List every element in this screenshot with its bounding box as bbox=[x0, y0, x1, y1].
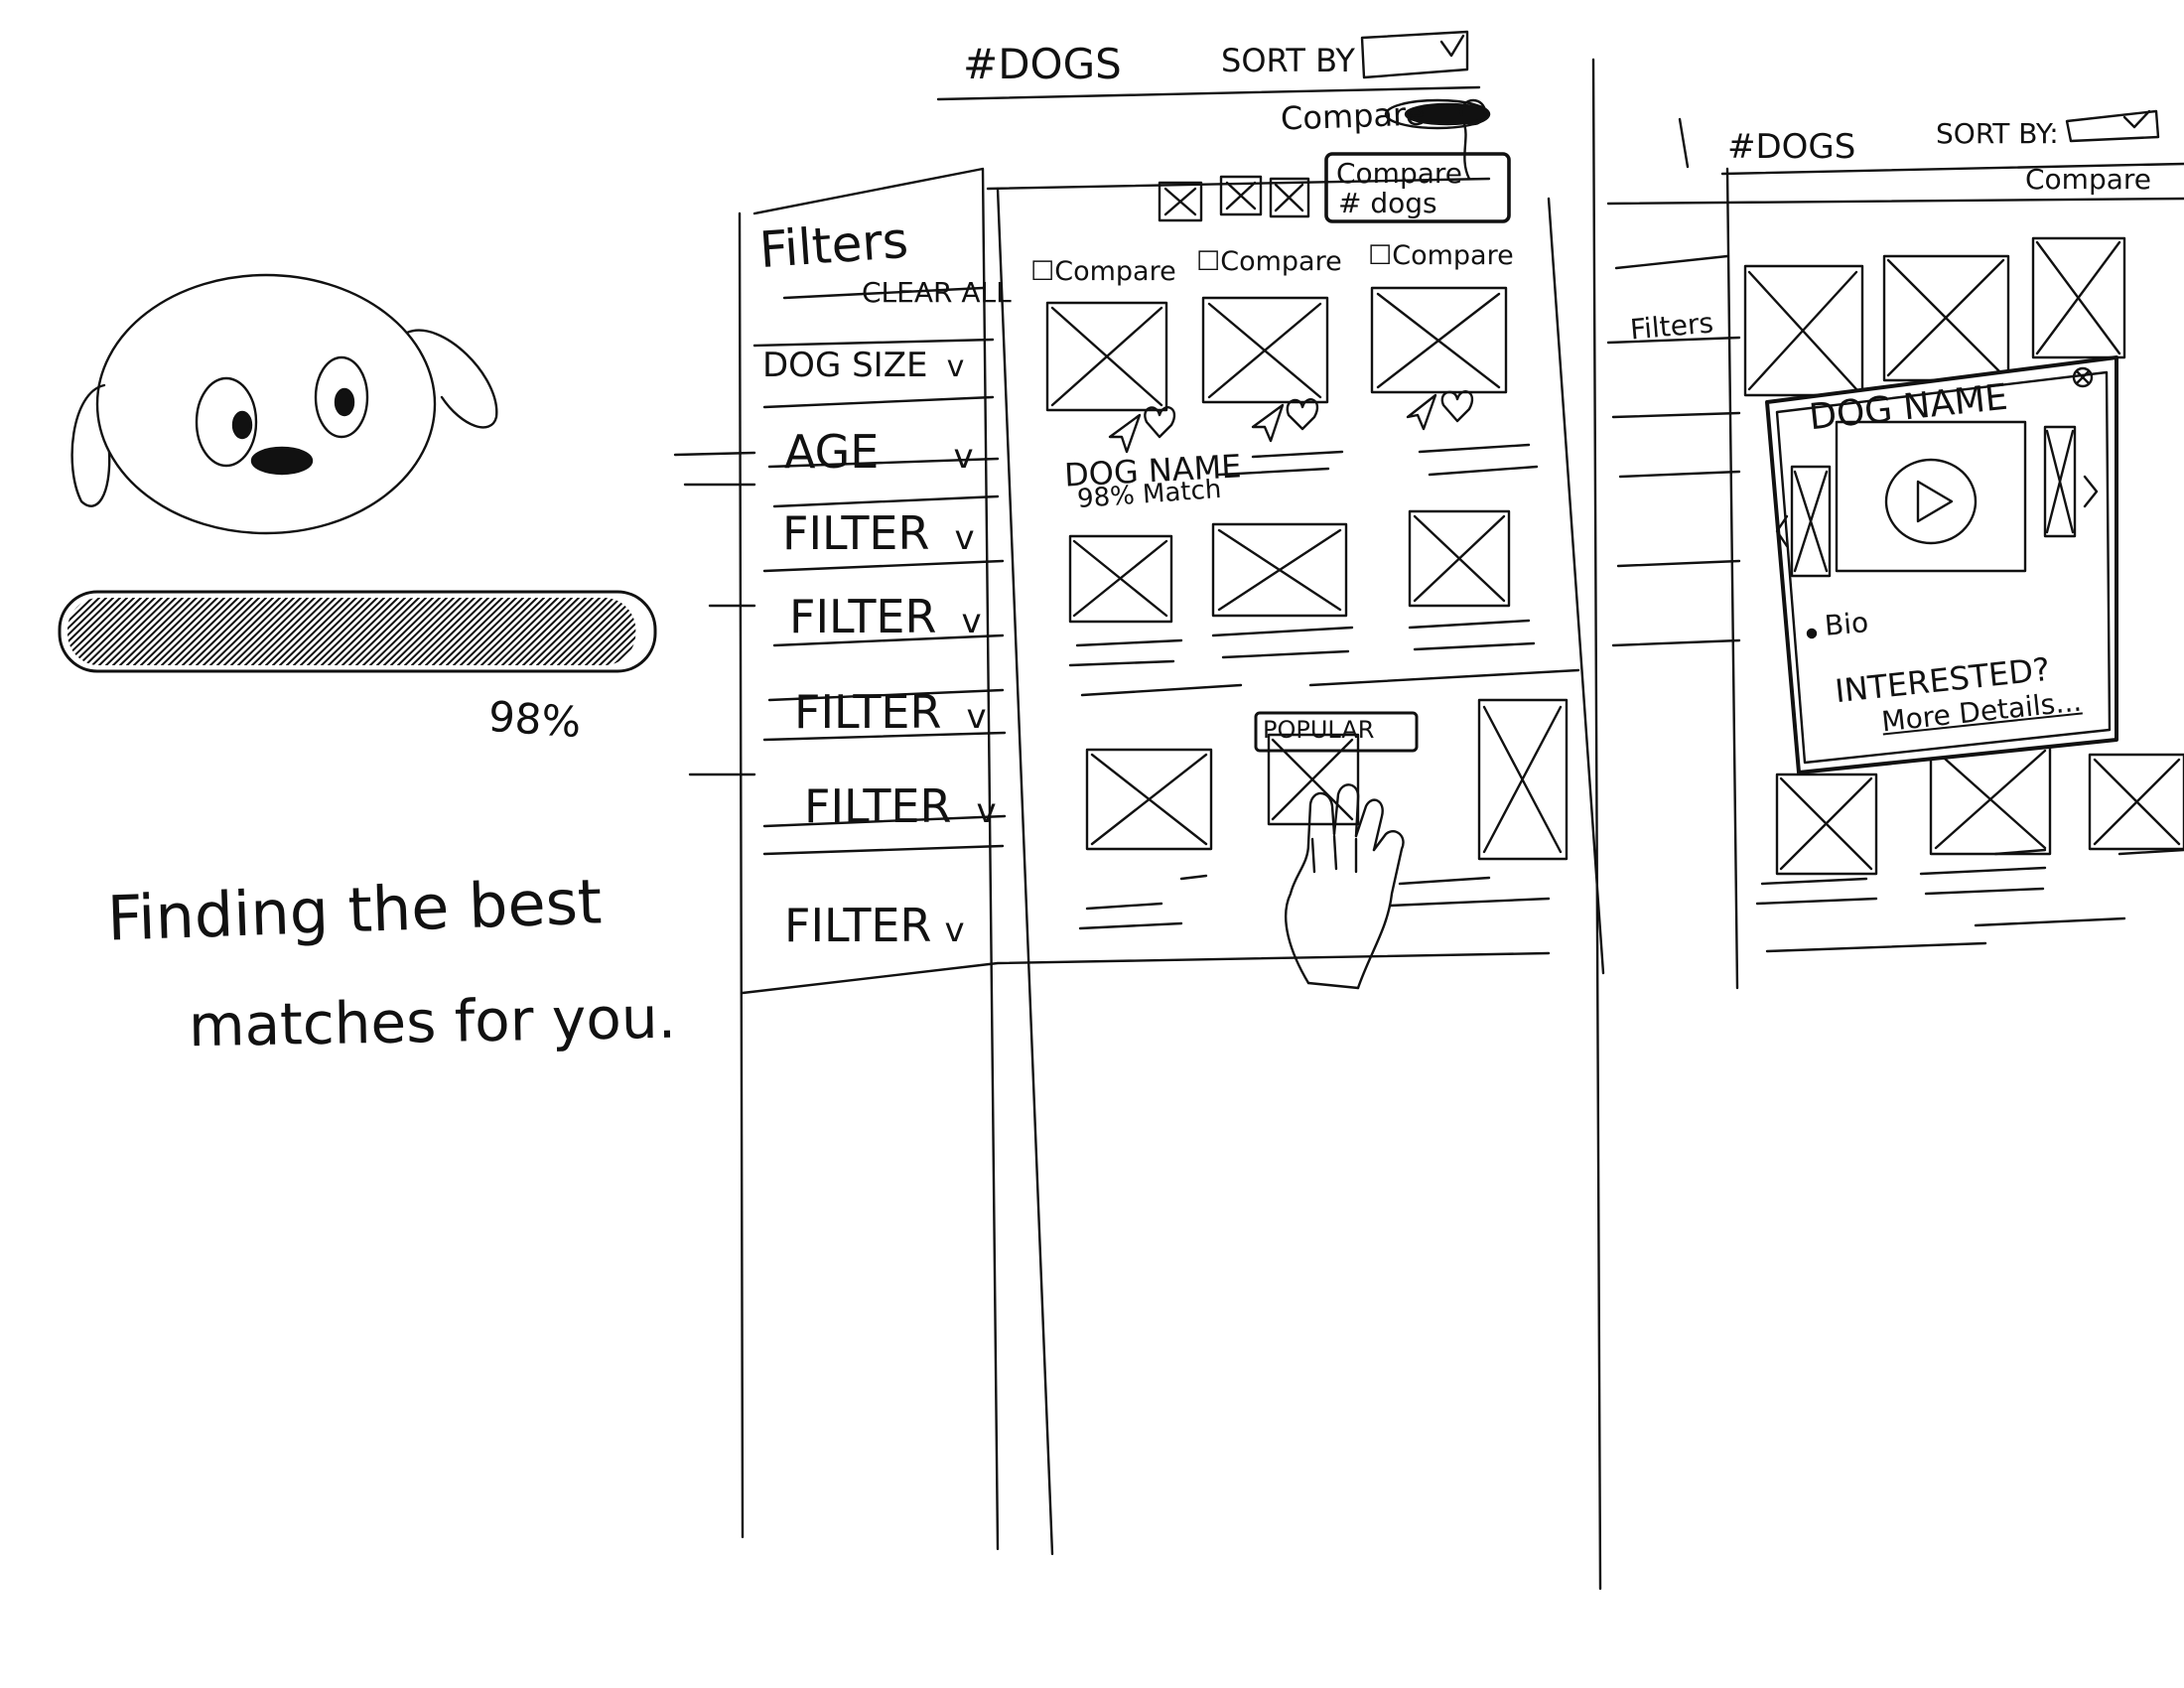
results-header-title: #DOGS bbox=[963, 40, 1122, 88]
dog-card-image[interactable] bbox=[1269, 735, 1360, 826]
filter-label: FILTER bbox=[784, 899, 932, 952]
dog-card-image[interactable] bbox=[1213, 524, 1348, 618]
chevron-down-icon: v bbox=[953, 437, 974, 477]
dog-card-image[interactable] bbox=[1203, 298, 1329, 404]
card-compare-label: Compare bbox=[1220, 246, 1342, 277]
loading-message-line2: matches for you. bbox=[188, 983, 677, 1060]
chevron-down-icon: v bbox=[954, 518, 975, 558]
popular-badge-shape bbox=[1254, 711, 1419, 753]
filter-label: FILTER bbox=[804, 779, 952, 833]
compare-button-line2: # dogs bbox=[1338, 187, 1437, 219]
filter-label: DOG SIZE bbox=[762, 346, 928, 385]
filter-label: FILTER bbox=[794, 685, 942, 739]
modal-bio: Bio bbox=[1823, 606, 1870, 642]
hand-cursor-icon bbox=[1284, 783, 1405, 990]
card-compare-checkbox[interactable]: ☐Compare bbox=[1368, 240, 1514, 271]
filter-6[interactable]: FILTER v bbox=[804, 779, 1023, 835]
sort-by-label: SORT BY bbox=[1221, 42, 1355, 79]
video-play-button[interactable] bbox=[1886, 459, 1978, 546]
filter-dog-size[interactable]: DOG SIZE v bbox=[762, 346, 981, 395]
compare-selection-row bbox=[1158, 152, 1511, 223]
detail-sort-dropdown-shape bbox=[2065, 109, 2160, 143]
modal-next-arrow[interactable] bbox=[2081, 472, 2103, 511]
checkbox-icon: ☐ bbox=[1196, 246, 1221, 277]
chevron-down-icon: v bbox=[961, 602, 982, 641]
filters-panel-lines bbox=[752, 286, 1007, 856]
image-placeholder-icon bbox=[1743, 236, 2184, 876]
chevron-down-icon: v bbox=[946, 350, 965, 384]
detail-sort-by-label: SORT BY: bbox=[1936, 117, 2059, 150]
detail-compare-label[interactable]: Compare bbox=[2025, 163, 2152, 196]
chevron-down-icon: v bbox=[944, 911, 965, 950]
filter-label: FILTER bbox=[789, 590, 937, 643]
detail-sort-dropdown[interactable]: v bbox=[2067, 111, 2158, 143]
dog-card-image[interactable] bbox=[1372, 288, 1508, 394]
filter-3[interactable]: FILTER v bbox=[782, 506, 1001, 562]
progress-fill bbox=[68, 598, 636, 665]
clear-all-link[interactable]: CLEAR ALL bbox=[862, 276, 1012, 309]
card-compare-checkbox[interactable]: ☐Compare bbox=[1196, 246, 1342, 277]
filter-4[interactable]: FILTER v bbox=[789, 590, 1008, 645]
modal-close-button[interactable] bbox=[2071, 365, 2097, 391]
detail-frame bbox=[1591, 58, 2184, 1591]
compare-button-line1: Compare bbox=[1336, 157, 1463, 190]
filter-label: FILTER bbox=[782, 506, 930, 560]
sort-dropdown[interactable]: v bbox=[1362, 32, 1467, 75]
filters-title: Filters bbox=[757, 211, 910, 280]
dog-card-image[interactable] bbox=[1479, 700, 1569, 861]
dog-card-image[interactable] bbox=[1087, 750, 1213, 851]
dog-card-image[interactable] bbox=[1070, 536, 1173, 624]
selected-compare-thumbnails[interactable] bbox=[1160, 179, 1308, 222]
sort-dropdown-shape bbox=[1360, 30, 1469, 79]
dog-face-icon bbox=[70, 273, 498, 535]
results-frame bbox=[673, 85, 1605, 1556]
dog-card-image[interactable] bbox=[1410, 511, 1511, 608]
checkbox-icon: ☐ bbox=[1368, 240, 1393, 271]
card-text-lines bbox=[1068, 443, 1580, 930]
filter-age[interactable]: AGE v bbox=[784, 425, 993, 481]
chevron-down-icon: v bbox=[976, 791, 997, 831]
filter-label: AGE bbox=[784, 425, 880, 479]
compare-toggle-shape bbox=[1384, 98, 1491, 130]
progress-percent-label: 98% bbox=[486, 691, 583, 748]
chevron-down-icon: v bbox=[966, 697, 987, 737]
modal-prev-arrow[interactable] bbox=[1777, 511, 1799, 551]
heart-icon bbox=[1144, 390, 1474, 439]
checkbox-icon: ☐ bbox=[1030, 256, 1055, 287]
popular-badge: POPULAR bbox=[1263, 716, 1375, 744]
card-compare-label: Compare bbox=[1392, 240, 1514, 271]
detail-header-title: #DOGS bbox=[1727, 127, 1856, 167]
compare-toggle[interactable] bbox=[1384, 99, 1491, 129]
dog-detail-modal-shape bbox=[1765, 355, 2118, 774]
share-icon bbox=[1108, 393, 1437, 454]
filter-5[interactable]: FILTER v bbox=[794, 685, 1013, 741]
compare-dogs-button[interactable]: Compare # dogs bbox=[1328, 155, 1509, 220]
play-icon bbox=[1884, 458, 1978, 545]
card-compare-checkbox[interactable]: ☐Compare bbox=[1030, 256, 1176, 287]
card-compare-label: Compare bbox=[1054, 256, 1176, 287]
close-icon bbox=[2072, 366, 2094, 388]
filter-7[interactable]: FILTER v bbox=[784, 899, 1003, 954]
dog-card-image[interactable] bbox=[1047, 303, 1168, 412]
image-placeholder-icon bbox=[1045, 286, 1569, 861]
loading-progress-bar bbox=[58, 590, 657, 673]
